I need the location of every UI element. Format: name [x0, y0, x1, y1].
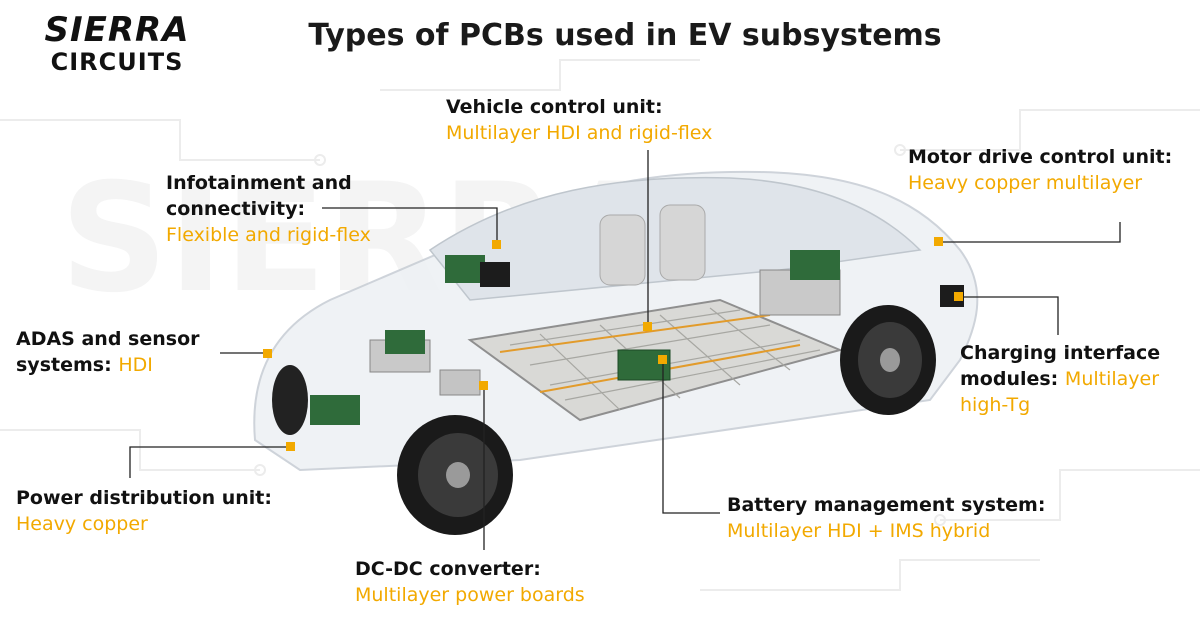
page-title: Types of PCBs used in EV subsystems: [308, 18, 942, 53]
callout-vcu-value: Multilayer HDI and rigid-flex: [446, 122, 713, 144]
logo-line2: CIRCUITS: [50, 48, 184, 76]
callout-pdu: Power distribution unit: Heavy copper: [16, 485, 306, 537]
callout-adas-name: ADAS and sensor systems:: [16, 328, 200, 376]
marker-charging: [954, 292, 963, 301]
marker-adas: [263, 349, 272, 358]
callout-vcu: Vehicle control unit: Multilayer HDI and…: [446, 94, 806, 146]
logo-line1: SIERRA: [44, 10, 190, 50]
marker-infotainment: [492, 240, 501, 249]
callout-charging-name: Charging interface modules:: [960, 342, 1161, 390]
callout-motor-value: Heavy copper multilayer: [908, 172, 1143, 194]
callout-infotainment-name: Infotainment and connectivity:: [166, 172, 352, 220]
callout-dcdc-value: Multilayer power boards: [355, 584, 585, 606]
marker-pdu: [286, 442, 295, 451]
callout-pdu-value: Heavy copper: [16, 513, 148, 535]
callout-pdu-name: Power distribution unit:: [16, 487, 272, 509]
sierra-circuits-logo: SIERRA CIRCUITS: [12, 12, 222, 76]
callout-vcu-name: Vehicle control unit:: [446, 96, 663, 118]
leader-infotainment: [322, 207, 498, 243]
callout-bms: Battery management system: Multilayer HD…: [727, 492, 1097, 544]
marker-bms: [658, 355, 667, 364]
callout-infotainment-value: Flexible and rigid-flex: [166, 224, 371, 246]
front-wheel: [397, 415, 513, 535]
callout-adas-value: HDI: [118, 354, 153, 376]
rear-electronics: [759, 250, 964, 316]
callout-bms-value: Multilayer HDI + IMS hybrid: [727, 520, 991, 542]
leader-lines: [129, 150, 1121, 550]
left-front-wheel: [272, 365, 308, 435]
callout-dcdc-name: DC-DC converter:: [355, 558, 541, 580]
car-seats: [599, 204, 706, 286]
leader-bms: [662, 360, 720, 514]
callout-motor-name: Motor drive control unit:: [908, 146, 1173, 168]
callout-charging: Charging interface modules: Multilayer h…: [960, 340, 1192, 418]
marker-vcu: [643, 322, 652, 331]
callout-infotainment: Infotainment and connectivity: Flexible …: [166, 170, 416, 248]
marker-motor: [934, 237, 943, 246]
leader-motor: [942, 222, 1121, 243]
leader-pdu: [129, 446, 290, 478]
rear-wheel: [840, 305, 936, 415]
callout-motor: Motor drive control unit: Heavy copper m…: [908, 144, 1198, 196]
callout-charging-value: Multilayer high-Tg: [960, 368, 1160, 416]
leader-charging: [962, 296, 1059, 335]
callout-adas: ADAS and sensor systems: HDI: [16, 326, 231, 378]
marker-dcdc: [479, 381, 488, 390]
front-electronics: [310, 255, 510, 425]
callout-dcdc: DC-DC converter: Multilayer power boards: [355, 556, 665, 608]
callout-bms-name: Battery management system:: [727, 494, 1046, 516]
battery-pack: [467, 298, 844, 422]
